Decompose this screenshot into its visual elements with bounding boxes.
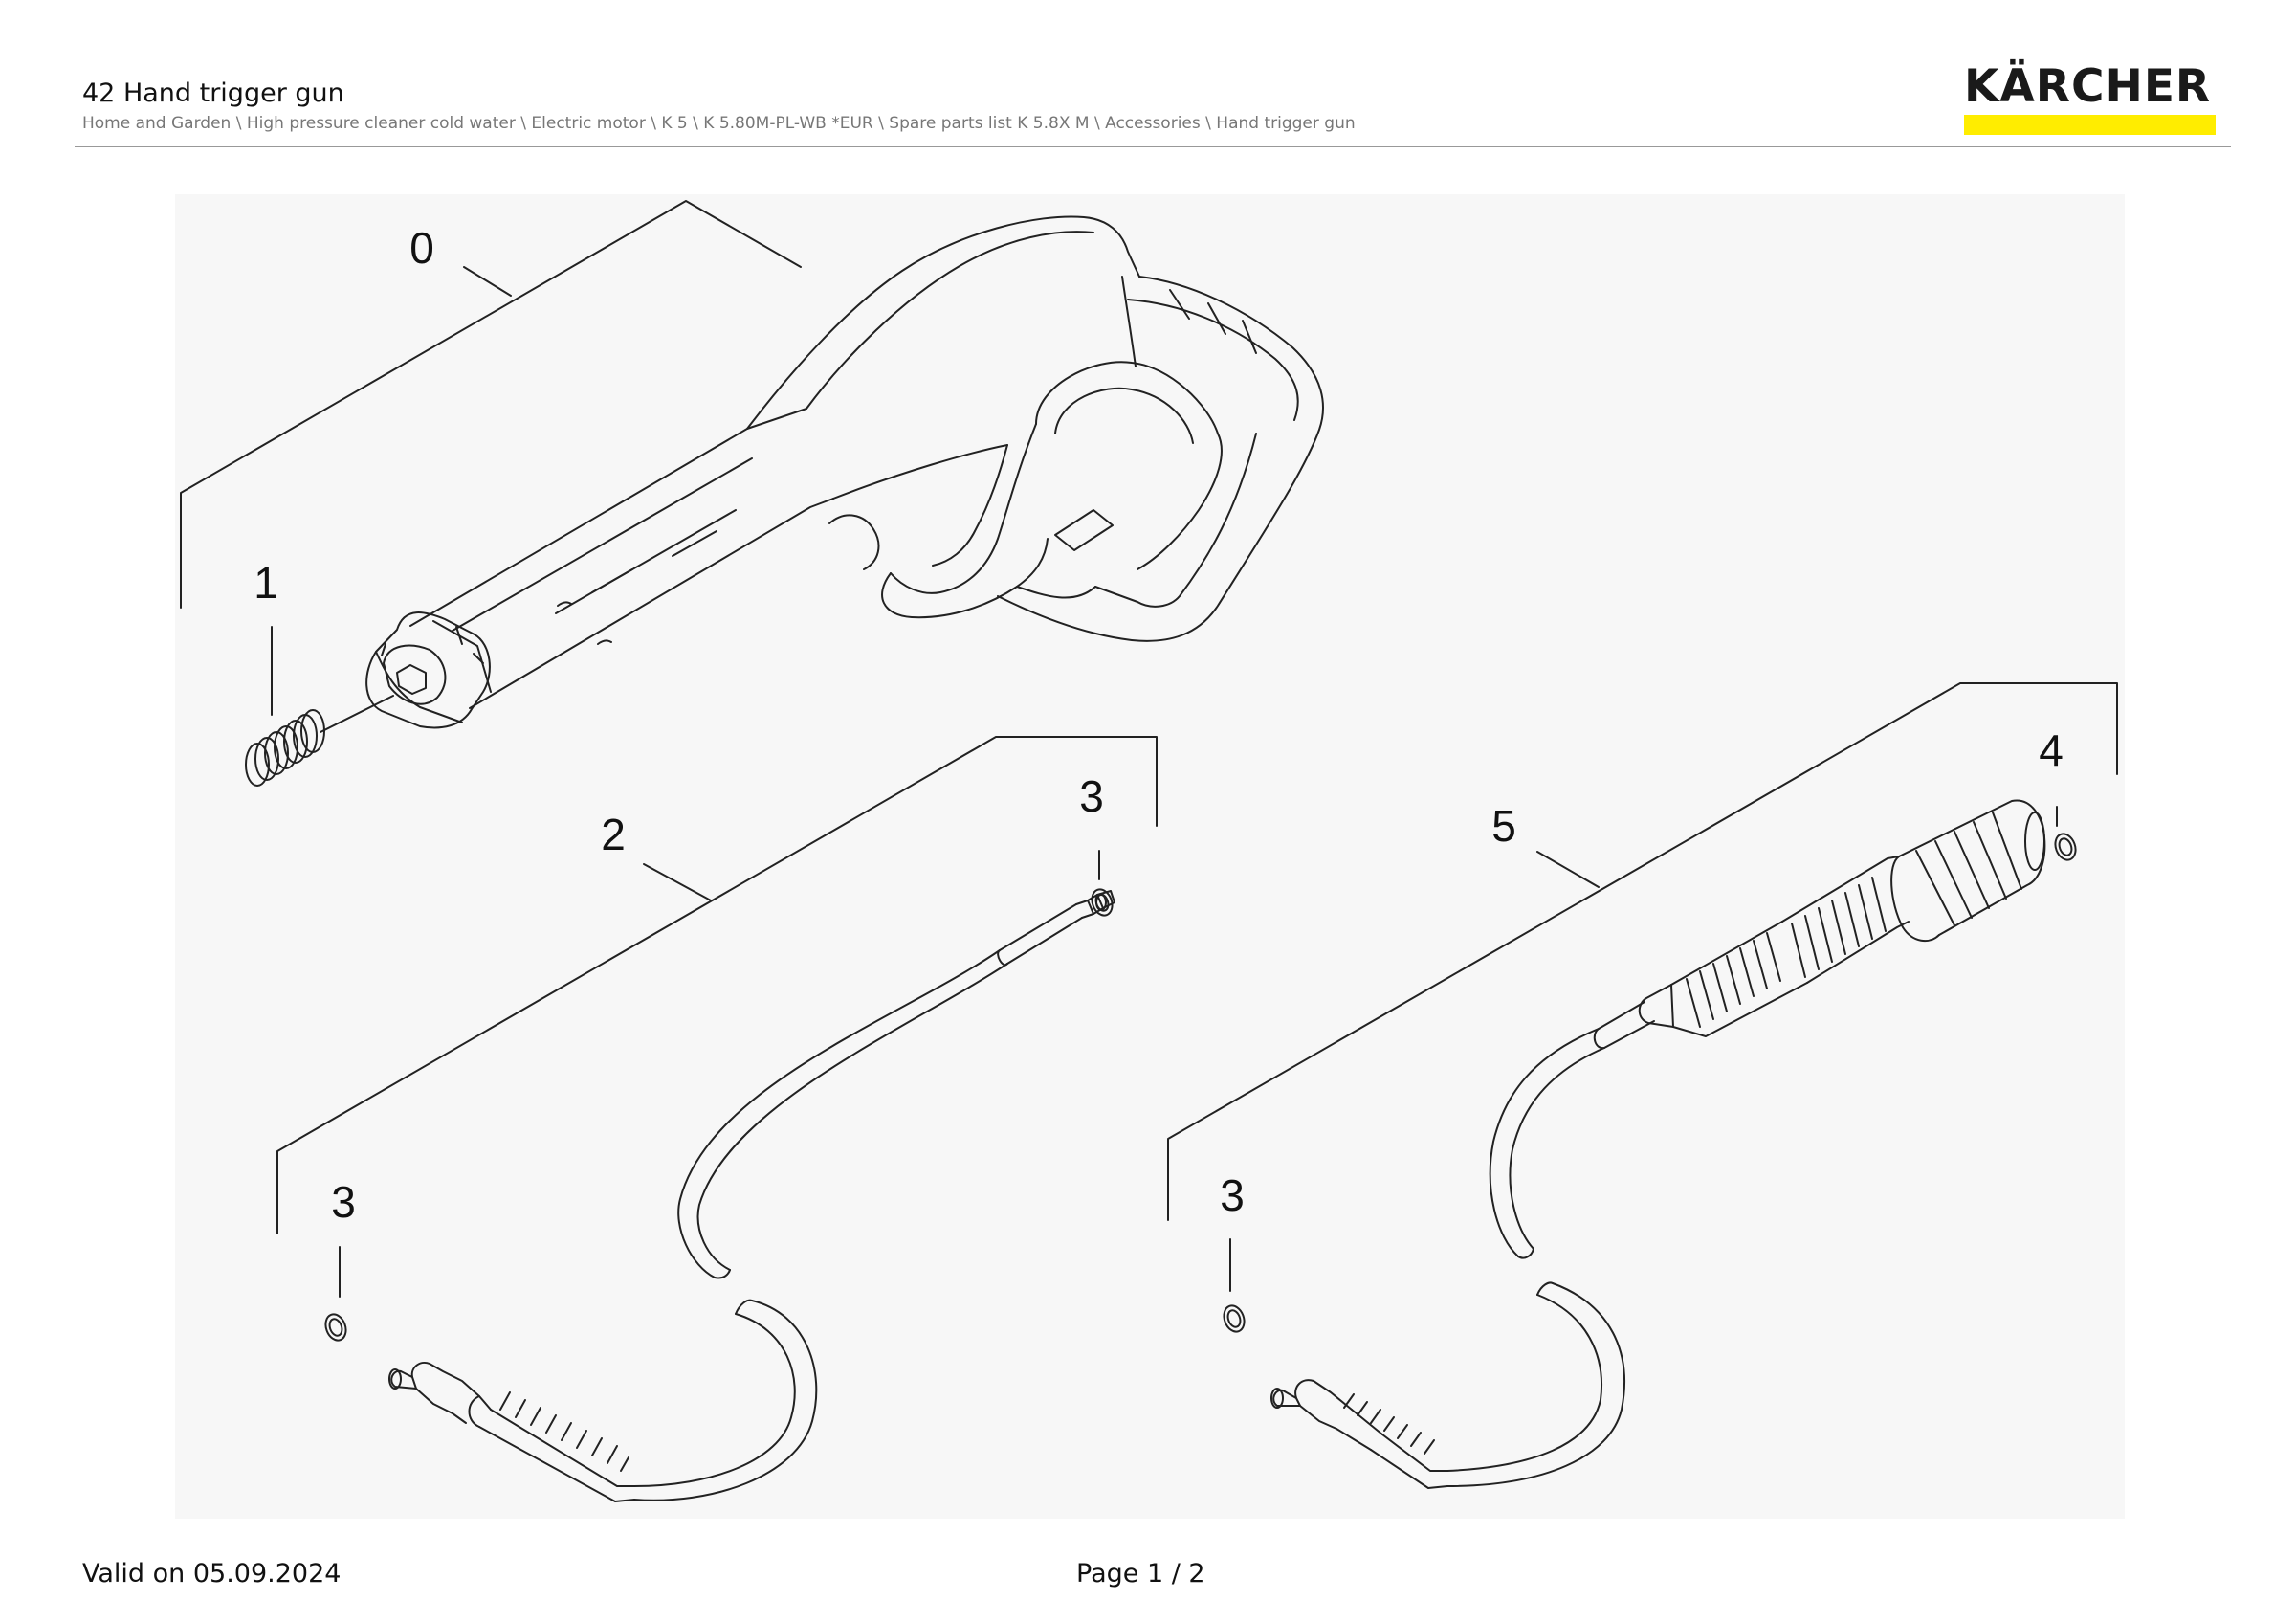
spring-part[interactable]: [245, 626, 394, 787]
breadcrumb-item[interactable]: High pressure cleaner cold water: [246, 114, 516, 133]
drawing-background: [175, 194, 2125, 1519]
o-ring-part[interactable]: [1221, 1302, 1247, 1334]
karcher-logo: KÄRCHER: [1964, 63, 2217, 135]
trigger-gun-part[interactable]: [365, 215, 1324, 729]
breadcrumb-separator: \: [231, 114, 247, 133]
breadcrumb-item[interactable]: Home and Garden: [82, 114, 232, 133]
page-number: Page 1 / 2: [1076, 1559, 1205, 1589]
breadcrumb-separator: \: [687, 114, 704, 133]
position-label-3[interactable]: 3: [331, 1177, 356, 1227]
o-ring-part[interactable]: [1089, 886, 1115, 918]
position-label-1[interactable]: 1: [254, 558, 278, 608]
position-label-5[interactable]: 5: [1491, 801, 1516, 851]
position-label-2[interactable]: 2: [601, 810, 626, 859]
breadcrumb-item[interactable]: K 5: [661, 114, 688, 133]
breadcrumb-separator: \: [645, 114, 662, 133]
hose-a-bracket: [276, 736, 1158, 1298]
hose-b-part[interactable]: [1270, 799, 2046, 1489]
hose-a-part[interactable]: [388, 890, 1115, 1502]
breadcrumb-item[interactable]: Accessories: [1105, 114, 1201, 133]
breadcrumb-item: Hand trigger gun: [1216, 114, 1356, 133]
breadcrumb-separator: \: [1200, 114, 1217, 133]
breadcrumb-item[interactable]: Spare parts list K 5.8X M: [889, 114, 1090, 133]
position-label-4[interactable]: 4: [2039, 725, 2064, 775]
position-label-3[interactable]: 3: [1079, 771, 1104, 821]
header-divider: [75, 146, 2231, 147]
position-label-0[interactable]: 0: [409, 223, 434, 273]
brand-name: KÄRCHER: [1964, 60, 2212, 113]
breadcrumb-item[interactable]: Electric motor: [531, 114, 646, 133]
brand-bar: [1964, 115, 2216, 135]
breadcrumb-item[interactable]: K 5.80M-PL-WB *EUR: [703, 114, 873, 133]
position-label-3[interactable]: 3: [1220, 1170, 1245, 1220]
gun-bracket: [180, 200, 802, 609]
hose-b-bracket: [1167, 682, 2118, 1292]
o-ring-part[interactable]: [322, 1311, 349, 1343]
exploded-view-drawing: 0 1 2 3 3 3 4 5: [175, 194, 2125, 1519]
breadcrumb-separator: \: [515, 114, 532, 133]
breadcrumb-separator: \: [872, 114, 890, 133]
breadcrumb-separator: \: [1089, 114, 1106, 133]
valid-date: Valid on 05.09.2024: [82, 1559, 342, 1589]
breadcrumb: Home and Garden \ High pressure cleaner …: [82, 114, 1356, 133]
o-ring-part[interactable]: [2052, 831, 2079, 862]
page-title: 42 Hand trigger gun: [82, 78, 344, 108]
